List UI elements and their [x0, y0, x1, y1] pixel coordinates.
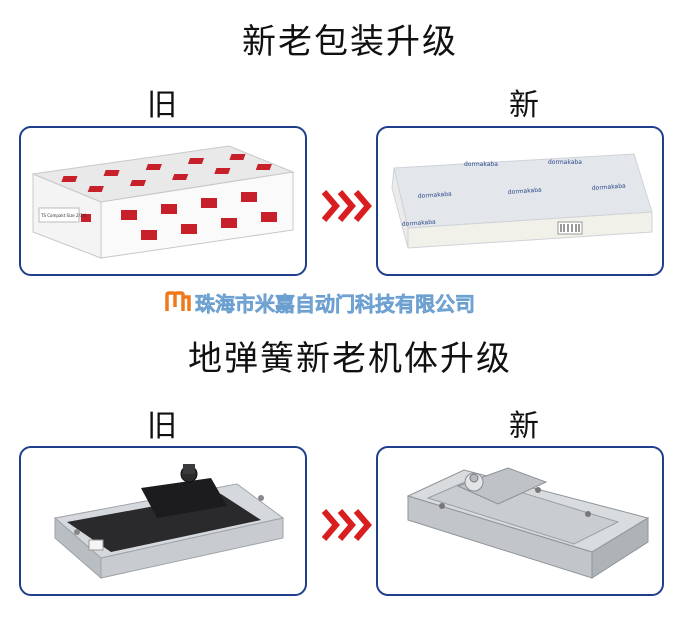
new-box-brand-4: dormakaba	[508, 187, 543, 196]
new-box-brand-2: dormakaba	[548, 159, 582, 166]
new-floor-spring-image	[406, 467, 650, 579]
new-label-packaging: 新	[509, 88, 539, 123]
new-box-brand-6: dormakaba	[402, 219, 437, 228]
old-packaging-panel: TS Compakt Size 2/3/4	[19, 126, 307, 276]
company-logo-icon	[165, 291, 191, 313]
old-box-image: TS Compakt Size 2/3/4	[31, 145, 295, 259]
old-label-packaging: 旧	[147, 88, 177, 123]
section-title-packaging: 新老包装升级	[242, 22, 458, 62]
watermark-text: 珠海市米嘉自动门科技有限公司	[195, 291, 476, 316]
old-label-floor-spring: 旧	[147, 409, 177, 444]
new-box-brand-1: dormakaba	[464, 161, 498, 168]
new-packaging-panel: dormakaba dormakaba dormakaba dormakaba …	[376, 126, 664, 276]
new-box-image: dormakaba dormakaba dormakaba dormakaba …	[391, 153, 653, 249]
company-watermark: 珠海市米嘉自动门科技有限公司	[165, 289, 476, 316]
new-box-brand-3: dormakaba	[418, 191, 453, 200]
old-box-label: TS Compakt Size 2/3/4	[40, 213, 87, 218]
section-title-floor-spring: 地弹簧新老机体升级	[188, 339, 512, 379]
new-label-floor-spring: 新	[509, 409, 539, 444]
arrow-icon-floor-spring	[321, 509, 372, 541]
arrow-icon-packaging	[321, 190, 372, 222]
new-floor-spring-panel	[376, 446, 664, 596]
old-floor-spring-panel	[19, 446, 307, 596]
new-box-brand-5: dormakaba	[592, 183, 627, 192]
old-floor-spring-image	[53, 464, 285, 580]
